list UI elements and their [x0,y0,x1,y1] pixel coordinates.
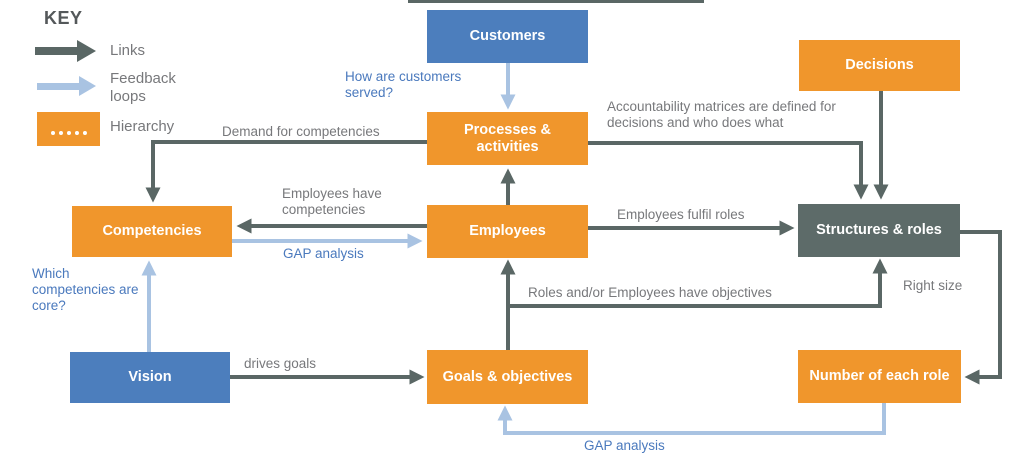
node-employees: Employees [427,205,588,258]
edge-label-employees-have-competencies: Employees have competencies [282,186,382,217]
edge-label-drives-goals: drives goals [244,356,317,371]
node-label: Competencies [102,223,202,240]
light-arrow-icon [37,76,96,96]
node-goals-objectives: Goals & objectives [427,350,588,404]
key-item-feedback-loops: Feedback loops [110,70,176,105]
edge-label-demand-for-competencies: Demand for competencies [222,124,380,139]
node-decisions: Decisions [799,40,960,91]
feedback-number-of-each-role-to-goals [497,403,886,435]
node-label: Employees [469,223,546,240]
edge-label-right-size: Right size [903,278,963,293]
node-processes-activities: Processes & activities [427,112,588,165]
orange-dotted-box-icon [37,112,100,146]
hierarchy-dots-icon [51,131,87,135]
node-label: Number of each role [809,368,950,385]
key-item-hierarchy: Hierarchy [110,118,175,135]
link-processes-to-structures [588,141,869,200]
edge-label-accountability-matrices: Accountability matrices are defined for … [607,99,836,130]
edge-label-employees-fulfil-roles: Employees fulfil roles [617,207,745,222]
node-structures-roles: Structures & roles [798,204,960,257]
edge-label-how-are-customers-served: How are customers served? [345,69,462,100]
key-item-links: Links [110,42,146,59]
node-label: Customers [469,28,546,45]
dark-arrow-icon [35,40,96,62]
node-vision: Vision [70,352,230,403]
link-goals-to-structures [508,258,888,308]
key-title: KEY [44,8,83,28]
edge-label-which-competencies-core: Which competencies are core? [32,266,139,313]
link-structures-to-number-of-each-role [959,230,1002,385]
node-customers: Customers [427,10,588,63]
node-label: Decisions [845,57,914,74]
edge-label-gap-analysis-roles: GAP analysis [584,438,665,453]
edge-label-gap-analysis-competencies: GAP analysis [283,246,364,261]
node-label: Goals & objectives [442,368,573,385]
node-competencies: Competencies [72,206,232,257]
edge-label-roles-employees-objectives: Roles and/or Employees have objectives [528,285,772,300]
node-label: Processes & activities [463,121,552,155]
cropped-top-line [408,0,704,3]
node-label: Structures & roles [816,222,942,239]
node-label: Vision [128,369,172,386]
node-number-of-each-role: Number of each role [798,350,961,403]
